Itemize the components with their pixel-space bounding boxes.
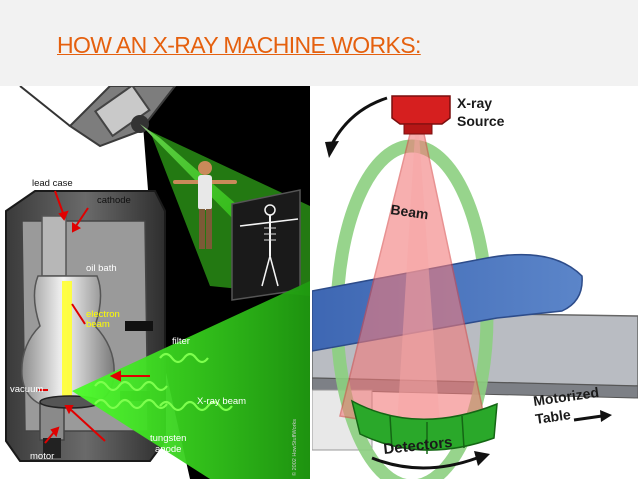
label-vacuum: vacuum <box>10 384 43 395</box>
label-motor: motor <box>30 451 54 462</box>
detector-array <box>350 399 498 454</box>
rotation-arrow-head-bottom <box>474 451 490 466</box>
label-xray-beam: X-ray beam <box>197 396 246 407</box>
label-filter: filter <box>172 336 190 347</box>
label-tungsten-anode-2: anode <box>155 444 181 455</box>
copyright-text: © 2002 HowStuffWorks <box>291 419 298 476</box>
label-beam: Beam <box>390 201 430 222</box>
label-oil-bath: oil bath <box>86 263 117 274</box>
rotation-arrow-head-top <box>325 141 339 158</box>
xray-source <box>391 95 451 135</box>
label-cathode: cathode <box>97 195 131 206</box>
xray-tube-diagram: lead case cathode oil bath electron beam… <box>0 86 310 479</box>
label-xray-source-1: X-ray <box>457 95 492 111</box>
slide-header <box>0 0 638 86</box>
xray-film-panel <box>231 189 301 301</box>
electron-beam <box>62 281 72 396</box>
rotation-arrows <box>330 96 388 145</box>
filter-window <box>125 321 153 331</box>
label-lead-case: lead case <box>32 178 73 189</box>
rotation-arrow-bottom <box>371 456 478 470</box>
label-electron-beam-2: beam <box>86 319 110 330</box>
xray-beam-cone <box>72 281 310 479</box>
label-table: Table <box>534 406 572 427</box>
table-arrow-head <box>600 410 612 422</box>
label-arrows <box>38 190 150 444</box>
label-electron-beam-1: electron <box>86 309 120 320</box>
label-tungsten-anode-1: tungsten <box>150 433 186 444</box>
motor-block <box>43 438 61 458</box>
slide-title: HOW AN X-RAY MACHINE WORKS: <box>57 32 421 58</box>
ct-scanner-diagram: X-ray Source Beam Detectors Motorized Ta… <box>312 86 638 479</box>
label-xray-source-2: Source <box>457 113 505 129</box>
table-arrow <box>573 414 603 422</box>
person-figure <box>173 161 237 249</box>
xray-waves <box>94 352 233 412</box>
